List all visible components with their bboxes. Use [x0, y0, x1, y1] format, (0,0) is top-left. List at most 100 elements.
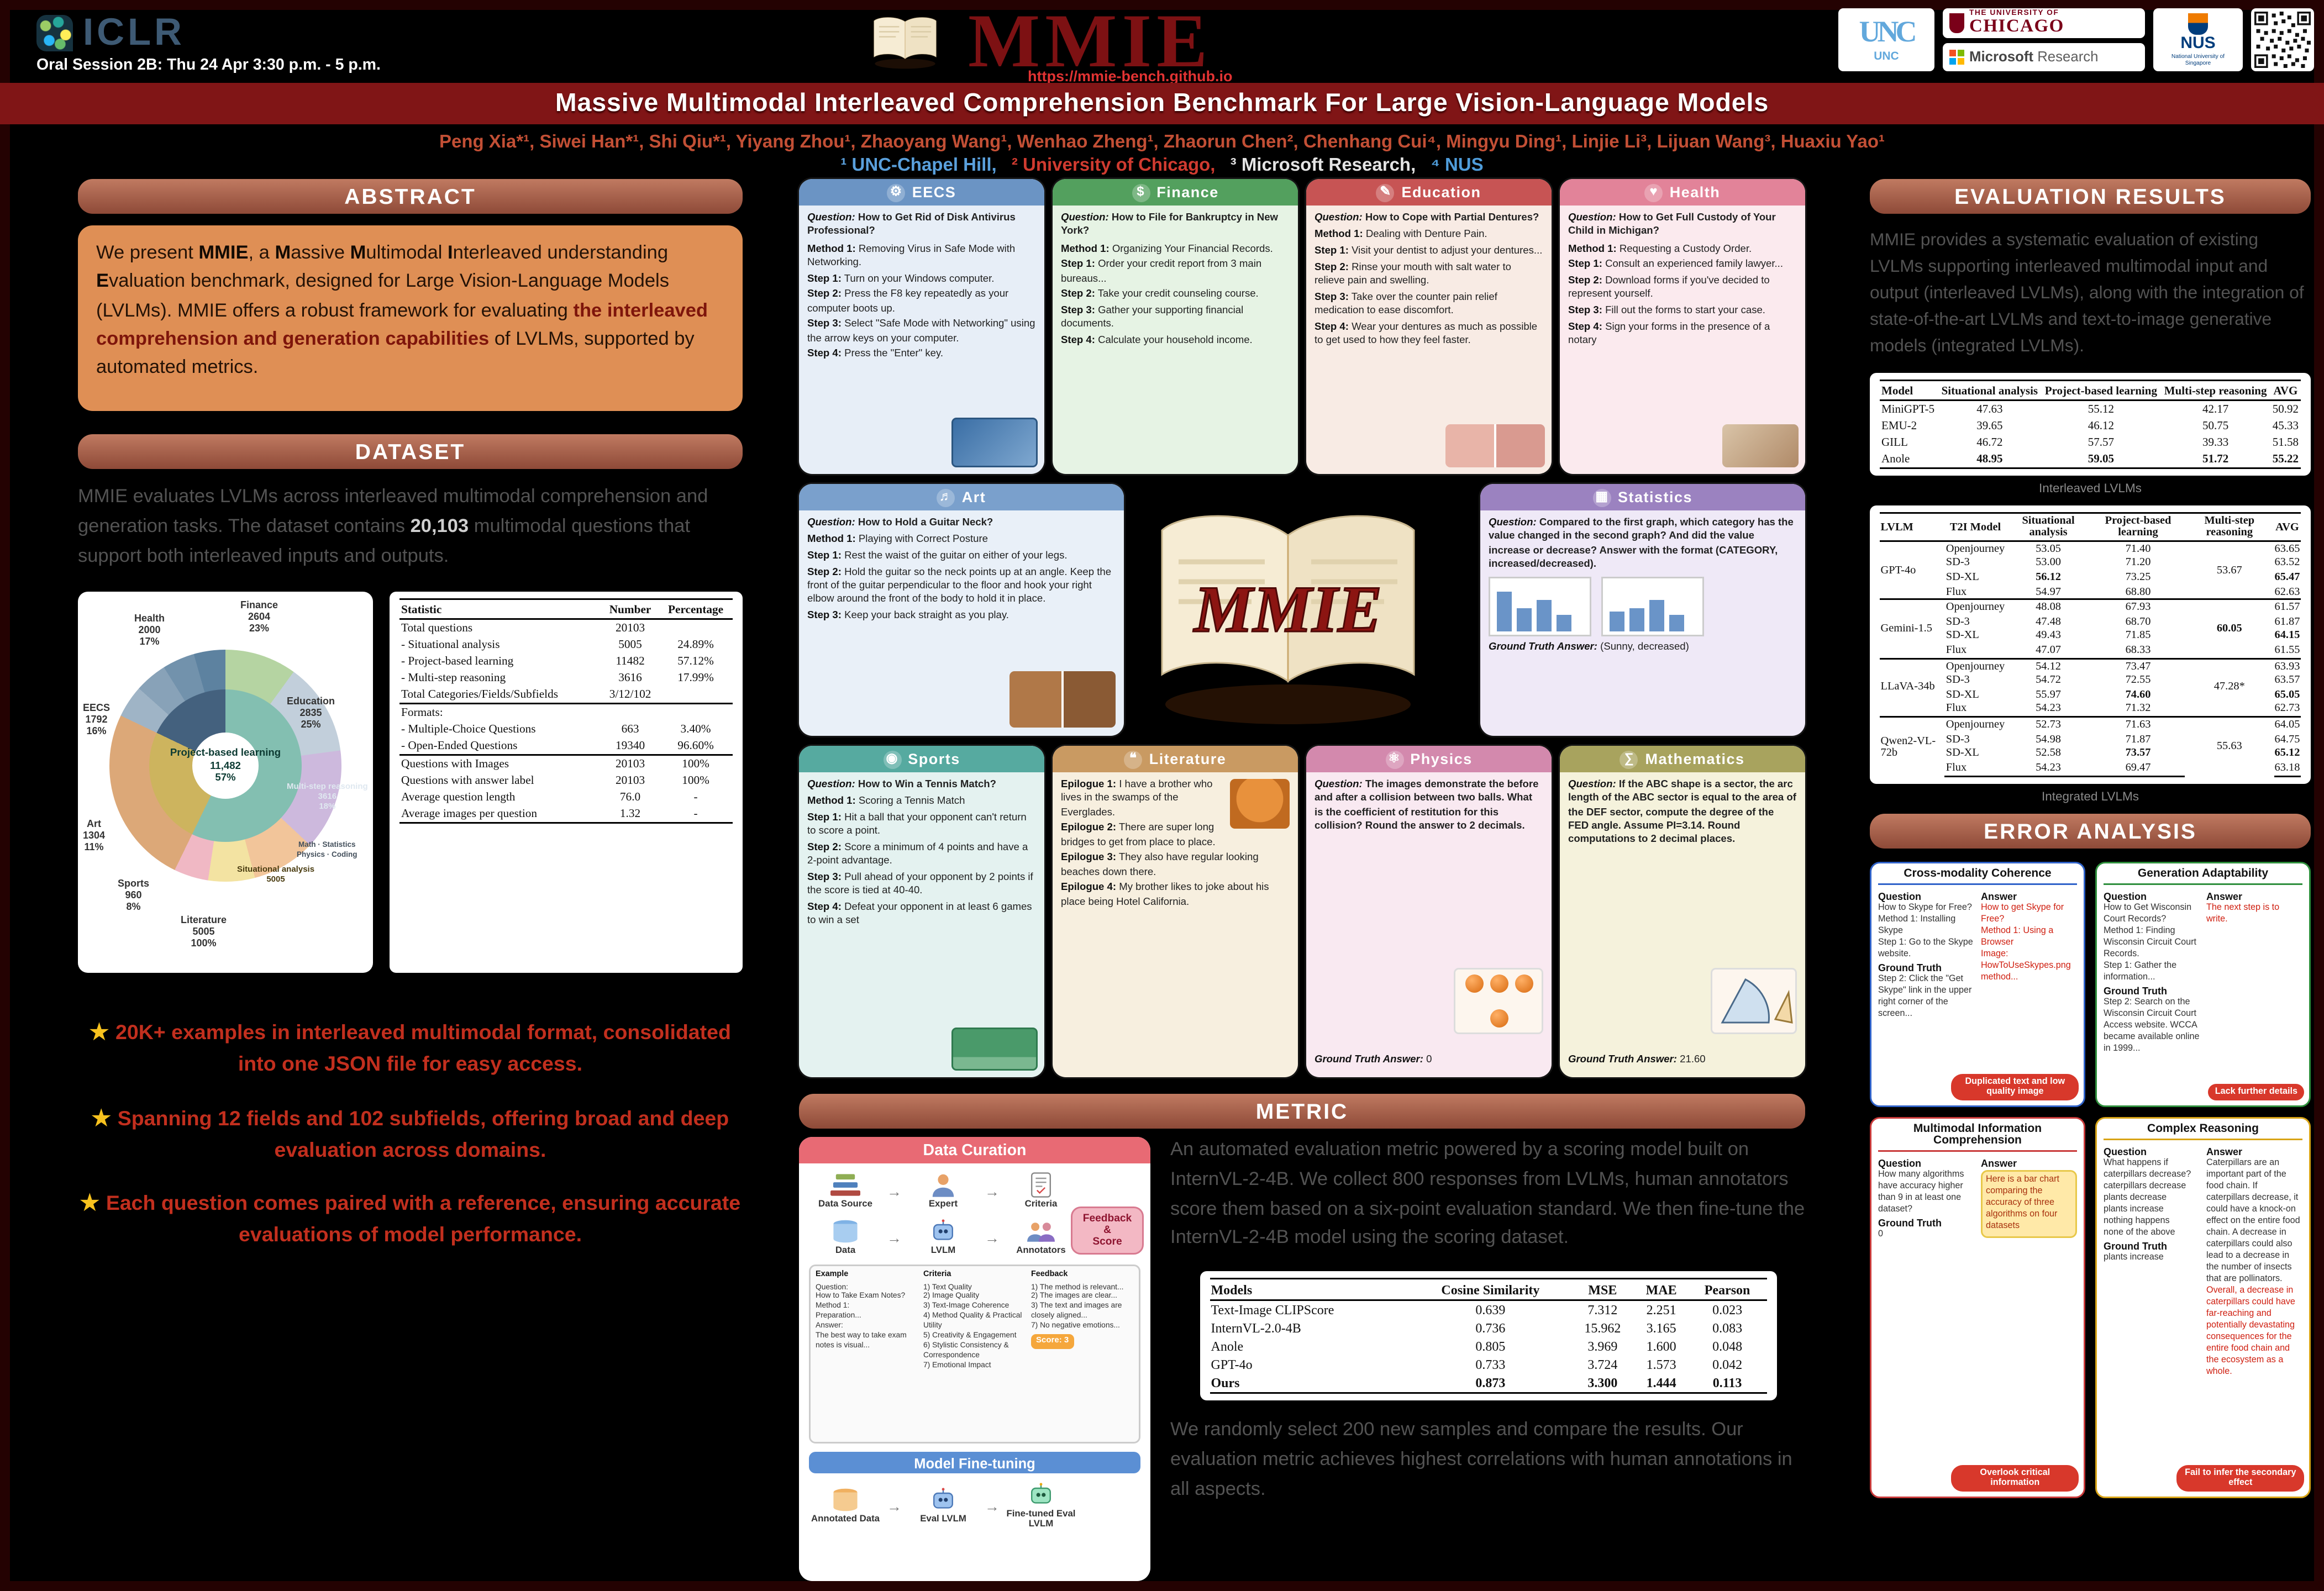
card-title: Finance [1156, 184, 1219, 201]
ground-truth-text: 21.60 [1680, 1053, 1706, 1066]
table-cell: GPT-4o [1211, 1357, 1253, 1373]
unc-logo: UNC UNC [1838, 8, 1934, 71]
column-header: Project-based learning [2041, 380, 2161, 402]
nus-mark: NUS [2180, 34, 2216, 53]
table-cell: 53.67 [2216, 565, 2242, 577]
highlight-text: Spanning 12 fields and 102 subfields, of… [117, 1107, 729, 1162]
table-cell: 61.57 [2273, 599, 2301, 615]
iclr-logo-icon [36, 14, 73, 51]
answer-label: Answer [2206, 892, 2243, 903]
pie-label: Situational analysis 5005 [237, 866, 315, 886]
database-icon [833, 1220, 858, 1243]
iclr-logo: ICLR [36, 10, 185, 55]
arrow-icon: → [985, 1498, 1000, 1515]
step-line: Step 1: Hit a ball that your opponent ca… [807, 812, 1027, 837]
denture-image-thumbnail [1445, 424, 1545, 467]
table-cell: 54.72 [2036, 675, 2061, 687]
question-label: Question: [1061, 212, 1109, 224]
uchicago-text-top: THE UNIVERSITY OF [1969, 8, 2059, 17]
table-cell: 46.12 [2088, 420, 2114, 434]
question-label: Question: [807, 212, 855, 224]
ground-truth-text: (Sunny, decreased) [1600, 641, 1689, 653]
table-cell: 69.47 [2091, 760, 2185, 777]
robot-icon [933, 1219, 953, 1241]
table-cell: 51.72 [2160, 451, 2270, 470]
table-cell: 39.33 [2202, 436, 2229, 450]
card-title: Statistics [1617, 489, 1693, 505]
card-title: Literature [1149, 751, 1227, 767]
table-cell: 74.60 [2125, 689, 2151, 701]
table-cell: 63.18 [2273, 760, 2301, 777]
error-answer-text: Caterpillars are an important part of th… [2206, 1157, 2300, 1284]
microsoft-research-logo: Microsoft Research [1943, 43, 2145, 71]
pie-label: Multi-step reasoning 3616 18% [287, 783, 368, 812]
error-annotation-bubble: Overlook critical information [1951, 1464, 2079, 1491]
expert-node: Expert [907, 1172, 980, 1210]
question-text: How to Get Full Custody of Your Child in… [1568, 212, 1776, 238]
column-header: Situational analysis [2005, 513, 2091, 542]
epilogue-line: Epilogue 4: My brother likes to joke abo… [1061, 882, 1269, 908]
highlight-text: Each question comes paired with a refere… [106, 1192, 741, 1247]
metric-heading: METRIC [799, 1094, 1805, 1129]
brand-block: MMIE [859, 3, 1212, 80]
epilogue-line: Epilogue 3: They also have regular looki… [1061, 852, 1259, 878]
pie-label: Health 2000 17% [134, 615, 165, 649]
highlight-bullet: ★Each question comes paired with a refer… [78, 1187, 743, 1251]
table-cell: 17.99% [677, 672, 714, 686]
step-line: Step 4: Sign your forms in the presence … [1568, 321, 1770, 346]
step-line: Step 3: Select "Safe Mode with Networkin… [807, 318, 1035, 344]
question-label: Question: [1568, 212, 1616, 224]
score-chip: Score: 3 [1031, 1335, 1074, 1349]
table-cell: - Open-Ended Questions [401, 740, 518, 754]
nus-sub: National University of Singapore [2171, 52, 2225, 66]
table-cell: 63.52 [2274, 557, 2300, 570]
dollar-icon: $ [1132, 183, 1150, 202]
step-line: Step 2: Rinse your mouth with salt water… [1315, 261, 1511, 287]
project-url-link[interactable]: https://mmie-bench.github.io [1028, 68, 1233, 85]
column-header: Project-based learning [2091, 513, 2185, 542]
error-answer-block: Answer The next step is to write. [2206, 889, 2302, 1056]
error-question-text: What happens if caterpillars decrease? c… [2104, 1157, 2191, 1237]
table-cell: Qwen2-VL-72b [1880, 716, 1946, 776]
table-cell: 0.042 [1712, 1357, 1743, 1373]
table-cell: 20103 [602, 755, 659, 773]
table-cell: 68.33 [2125, 645, 2151, 656]
table-cell: 3/12/102 [609, 688, 651, 702]
pie-label: Math · Statistics Physics · Coding [297, 841, 357, 858]
table-cell: Ours [1209, 1374, 1410, 1394]
affiliation: ³ Microsoft Research, [1230, 156, 1416, 176]
example-card-eecs: ⚙EECS Question: How to Get Rid of Disk A… [799, 179, 1044, 474]
table-cell: 96.60% [677, 740, 714, 754]
column-header: Situational analysis [1938, 380, 2042, 402]
pie-label: Education 2835 25% [287, 698, 335, 731]
brand-title: MMIE [968, 0, 1213, 83]
affiliation: ² University of Chicago, [1011, 156, 1216, 176]
left-column: ABSTRACT We present MMIE, a Massive Mult… [78, 179, 743, 1273]
table-cell: 100% [659, 755, 733, 773]
table-cell: 3.40% [680, 723, 711, 737]
table-cell: 52.58 [2036, 747, 2061, 760]
atom-icon: ⚛ [1385, 750, 1404, 768]
table-cell: 100% [682, 775, 709, 788]
finetuned-eval-lvlm-node: Fine-tuned Eval LVLM [1005, 1482, 1077, 1531]
step-line: Step 1: Turn on your Windows computer. [807, 272, 995, 285]
table-cell: 48.08 [2005, 599, 2091, 615]
table-cell: Openjourney [1945, 657, 2006, 674]
table-cell: 0.023 [1712, 1303, 1743, 1318]
table-cell: 55.22 [2270, 451, 2301, 470]
answer-label: Answer [2206, 1147, 2243, 1158]
bar-chart-before [1489, 577, 1591, 636]
table-cell: SD-3 [1946, 733, 1970, 745]
column-header: MAE [1634, 1278, 1689, 1302]
step-line: Step 3: Take over the counter pain relie… [1315, 291, 1497, 317]
